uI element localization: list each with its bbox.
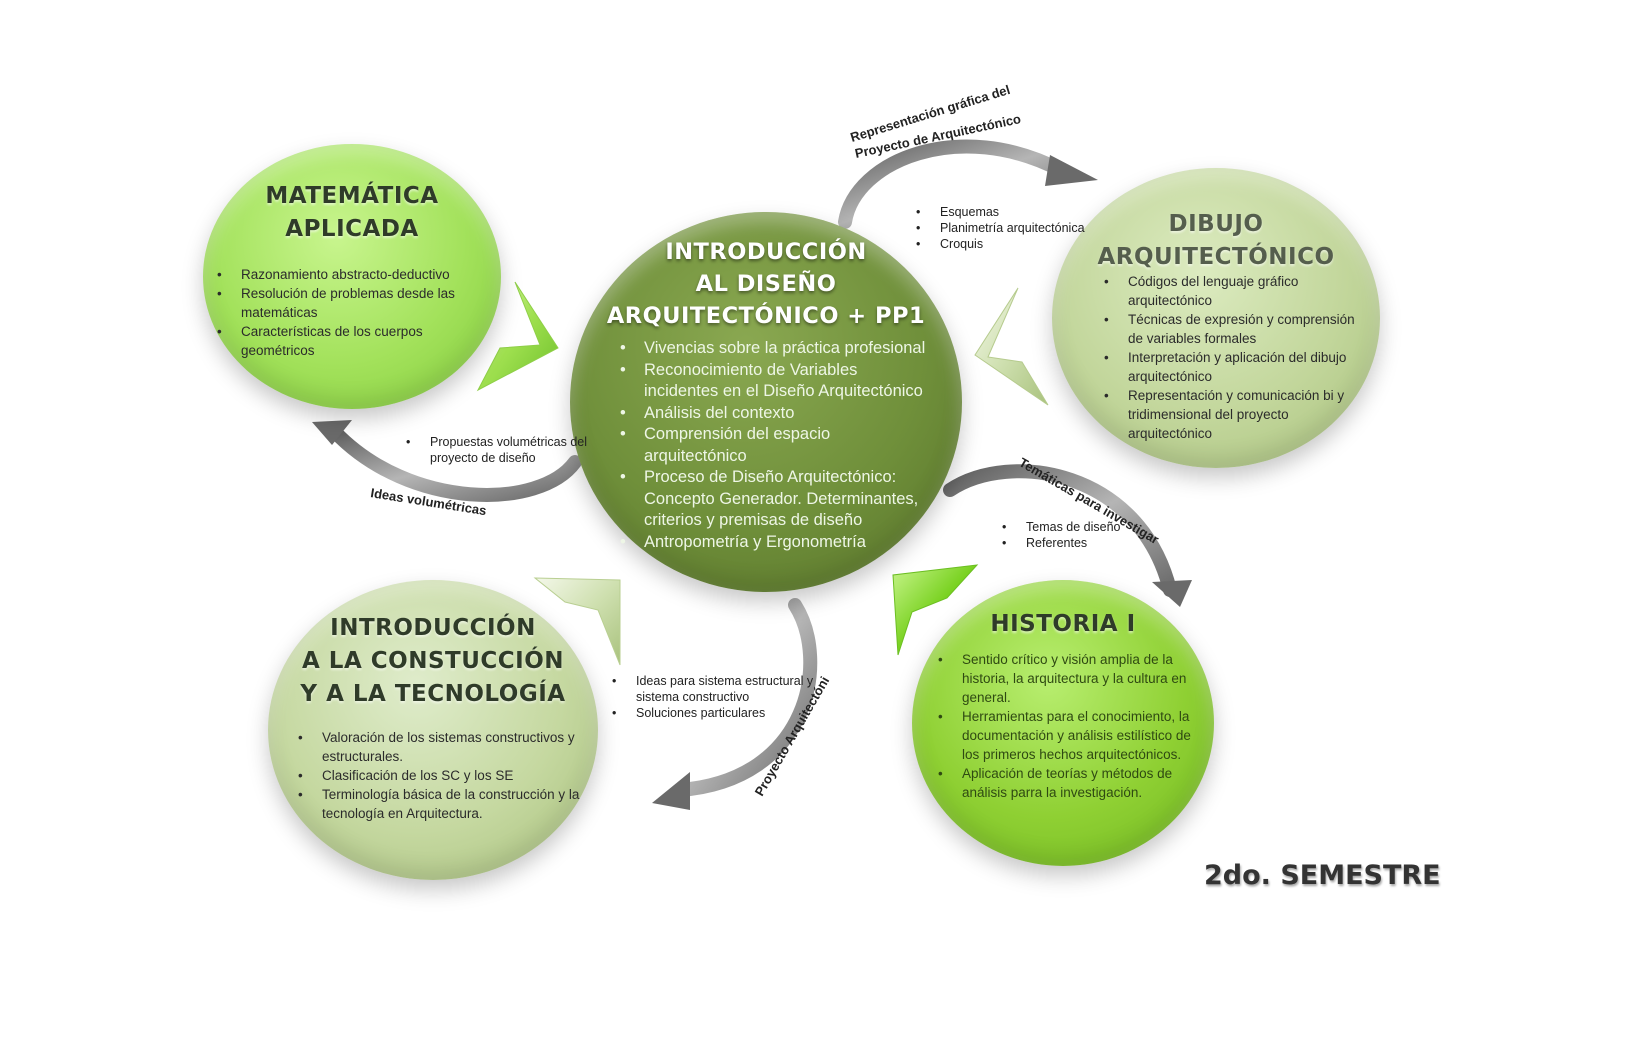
list-item: Características de los cuerpos geométric… — [217, 322, 471, 360]
chevron-historia — [892, 564, 979, 656]
historia-title: HISTORIA I — [990, 611, 1136, 637]
historia-circle: HISTORIA I Sentido crítico y visión ampl… — [912, 580, 1214, 866]
matematica-circle: MATEMÁTICA APLICADA Razonamiento abstrac… — [203, 144, 501, 409]
center-list: Vivencias sobre la práctica profesional … — [620, 338, 936, 553]
list-item: Aplicación de teorías y métodos de análi… — [938, 764, 1196, 802]
list-item: Planimetría arquitectónica — [916, 220, 1140, 236]
historia-list: Sentido crítico y visión amplia de la hi… — [938, 650, 1196, 802]
list-item: Razonamiento abstracto-deductivo — [217, 265, 471, 284]
chevron-matematica — [476, 281, 559, 392]
list-item: Ideas para sistema estructural y sistema… — [612, 673, 824, 705]
list-item: Valoración de los sistemas constructivos… — [298, 728, 580, 766]
list-item: Análisis del contexto — [620, 403, 936, 425]
link-list-top-right: Esquemas Planimetría arquitectónica Croq… — [916, 204, 1140, 252]
list-item: Herramientas para el conocimiento, la do… — [938, 707, 1196, 764]
semester-label: 2do. SEMESTRE — [1204, 860, 1441, 891]
list-item: Esquemas — [916, 204, 1140, 220]
list-item: Códigos del lenguaje gráfico arquitectón… — [1104, 272, 1360, 310]
arrow-to-dibujo — [838, 139, 1098, 229]
list-item: Comprensión del espacio arquitectónico — [620, 424, 936, 467]
list-item: Reconocimiento de Variables incidentes e… — [620, 360, 936, 403]
dibujo-title: DIBUJO ARQUITECTÓNICO — [1097, 211, 1335, 270]
list-item: Terminología básica de la construcción y… — [298, 785, 580, 823]
list-item: Técnicas de expresión y comprensión de v… — [1104, 310, 1360, 348]
matematica-title: MATEMÁTICA APLICADA — [265, 183, 439, 242]
list-item: Interpretación y aplicación del dibujo a… — [1104, 348, 1360, 386]
chevron-construccion — [533, 577, 621, 666]
construccion-list: Valoración de los sistemas constructivos… — [298, 728, 580, 823]
list-item: Temas de diseño — [1002, 519, 1186, 535]
list-item: Antropometría y Ergonometría — [620, 532, 936, 554]
list-item: Propuestas volumétricas del proyecto de … — [406, 434, 600, 466]
link-list-right: Temas de diseño Referentes — [1002, 519, 1186, 551]
list-item: Representación y comunicación bi y tridi… — [1104, 386, 1360, 443]
chevron-dibujo — [974, 287, 1049, 406]
matematica-list: Razonamiento abstracto-deductivo Resoluc… — [217, 265, 471, 360]
list-item: Clasificación de los SC y los SE — [298, 766, 580, 785]
center-circle: INTRODUCCIÓN AL DISEÑO ARQUITECTÓNICO + … — [570, 212, 962, 592]
dibujo-list: Códigos del lenguaje gráfico arquitectón… — [1104, 272, 1360, 443]
list-item: Proceso de Diseño Arquitectónico: Concep… — [620, 467, 936, 532]
construccion-title: INTRODUCCIÓN A LA CONSTUCCIÓN Y A LA TEC… — [300, 615, 566, 707]
arrow-to-matematica — [312, 420, 582, 502]
list-item: Soluciones particulares — [612, 705, 824, 721]
list-item: Referentes — [1002, 535, 1186, 551]
center-title: INTRODUCCIÓN AL DISEÑO ARQUITECTÓNICO + … — [606, 239, 926, 329]
list-item: Resolución de problemas desde las matemá… — [217, 284, 471, 322]
list-item: Sentido crítico y visión amplia de la hi… — [938, 650, 1196, 707]
link-list-left: Propuestas volumétricas del proyecto de … — [406, 434, 600, 466]
dibujo-circle: DIBUJO ARQUITECTÓNICO Códigos del lengua… — [1052, 168, 1380, 468]
list-item: Croquis — [916, 236, 1140, 252]
construccion-circle: INTRODUCCIÓN A LA CONSTUCCIÓN Y A LA TEC… — [268, 580, 598, 880]
link-list-bottom: Ideas para sistema estructural y sistema… — [612, 673, 824, 721]
list-item: Vivencias sobre la práctica profesional — [620, 338, 936, 360]
